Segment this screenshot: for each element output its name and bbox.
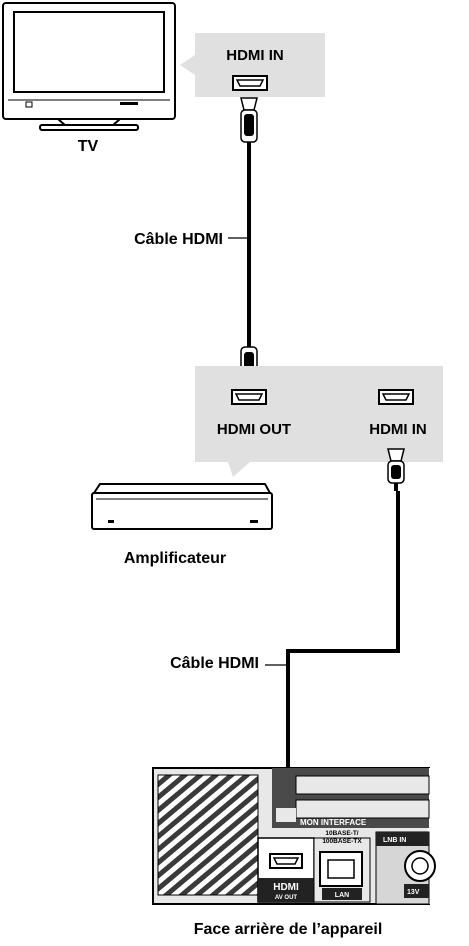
rear-panel-caption: Face arrière de l’appareil bbox=[194, 921, 383, 938]
amp-hdmi-out-label: HDMI OUT bbox=[217, 421, 291, 438]
hdmi-plug-icon bbox=[240, 97, 258, 150]
tv-illustration bbox=[2, 2, 176, 131]
lan-spec-label-2: 100BASE-TX bbox=[322, 838, 362, 845]
bottom-hdmi-cable bbox=[265, 448, 405, 823]
rear-panel-illustration bbox=[152, 767, 436, 905]
bottom-cable-label: Câble HDMI bbox=[170, 655, 259, 672]
tv-label: TV bbox=[78, 138, 99, 155]
top-hdmi-cable bbox=[228, 97, 258, 391]
hdmi-logo: HDMI bbox=[273, 882, 299, 893]
lan-spec-label-1: 10BASE-T/ bbox=[325, 830, 358, 837]
hdmi-port-icon bbox=[231, 389, 267, 405]
hdmi-port-icon bbox=[232, 75, 268, 91]
amplifier-port-callout: HDMI OUT HDMI IN bbox=[195, 366, 443, 477]
common-interface-label: MON INTERFACE bbox=[300, 818, 367, 827]
hdmi-port-icon bbox=[378, 389, 414, 405]
tv-hdmi-in-label: HDMI IN bbox=[226, 47, 284, 64]
hdmi-plug-icon bbox=[387, 448, 405, 491]
hdmi-av-out-label: AV OUT bbox=[275, 895, 298, 901]
tv-port-callout: HDMI IN bbox=[180, 33, 325, 97]
amplifier-illustration bbox=[91, 483, 273, 530]
fan-grille bbox=[157, 774, 259, 896]
lan-label: LAN bbox=[335, 892, 349, 899]
lnb-in-label: LNB IN bbox=[383, 837, 406, 844]
voltage-label: 13V bbox=[407, 889, 420, 896]
amp-hdmi-in-label: HDMI IN bbox=[369, 421, 427, 438]
top-cable-label: Câble HDMI bbox=[134, 231, 223, 248]
amplifier-label: Amplificateur bbox=[124, 550, 226, 567]
